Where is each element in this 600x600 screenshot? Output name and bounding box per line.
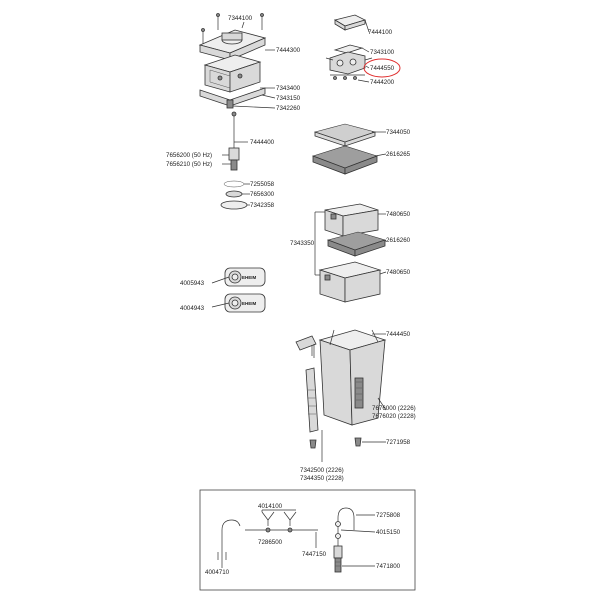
brand-bottom: EHEIM (242, 301, 257, 306)
label-7444300: 7444300 (276, 47, 301, 54)
outflow-nozzle (333, 545, 343, 559)
label-7343400: 7343400 (276, 85, 301, 92)
label-7656200: 7656200 (50 Hz) (166, 152, 212, 159)
label-7471800: 7471800 (376, 563, 401, 570)
label-7275808: 7275808 (376, 512, 401, 519)
impeller (228, 147, 240, 161)
o-ring (223, 180, 245, 188)
foot-right (354, 437, 362, 447)
label-4004943: 4004943 (180, 305, 205, 312)
intake-pipe (221, 519, 241, 560)
filter-canister (295, 329, 387, 462)
filter-pads (312, 123, 387, 175)
label-7255058: 7255058 (250, 181, 275, 188)
valve-block (329, 51, 366, 75)
impeller-cover (225, 190, 243, 198)
label-7447150: 7447150 (302, 551, 327, 558)
foot-left (309, 439, 317, 449)
label-7342358: 7342358 (250, 202, 275, 209)
clip-arm (295, 335, 317, 351)
label-7656210: 7656210 (50 Hz) (166, 161, 212, 168)
accessories (217, 507, 376, 573)
label-7444200: 7444200 (370, 79, 395, 86)
label-7286500: 7286500 (258, 539, 283, 546)
label-7444400: 7444400 (250, 139, 275, 146)
label-2616265: 2616265 (386, 151, 411, 158)
label-7342500: 7342500 (2226) (300, 467, 344, 474)
label-7480650-top: 7480650 (386, 211, 411, 218)
label-7343100: 7343100 (370, 49, 395, 56)
label-2616260: 2616260 (386, 237, 411, 244)
highlight-circle (363, 58, 401, 78)
double-taps: EHEIM EHEIM (211, 267, 266, 313)
bearing-seal (220, 200, 248, 210)
label-7344100-top: 7344100 (228, 15, 253, 22)
canister-handle (305, 367, 319, 433)
accessories-box (199, 489, 416, 591)
label-7676000: 7676000 (2226) (372, 405, 416, 412)
label-7480650-bottom: 7480650 (386, 269, 411, 276)
label-7342260: 7342260 (276, 105, 301, 112)
label-7444100-right: 7444100 (368, 29, 393, 36)
label-7676020: 7676020 (2228) (372, 413, 416, 420)
label-7343350: 7343350 (290, 240, 315, 247)
label-4014100: 4014100 (258, 503, 283, 510)
label-7271958: 7271958 (386, 439, 411, 446)
label-7344050: 7344050 (386, 129, 411, 136)
label-7344350: 7344350 (2228) (300, 475, 344, 482)
label-7343150: 7343150 (276, 95, 301, 102)
label-7444450: 7444450 (386, 331, 411, 338)
label-4004710: 4004710 (205, 569, 230, 576)
outflow-pipe (337, 507, 355, 572)
label-7444550: 7444550 (370, 65, 395, 72)
label-4015150: 4015150 (376, 529, 401, 536)
impeller-assembly (220, 111, 250, 210)
valve-adapter-assembly (325, 14, 373, 83)
media-baskets (314, 203, 387, 303)
label-7656300: 7656300 (250, 191, 275, 198)
suction-cup-clips (261, 509, 297, 526)
label-4005943: 4005943 (180, 280, 205, 287)
brand-top: EHEIM (242, 275, 257, 280)
pump-head-assembly (198, 13, 276, 109)
canister-front (319, 339, 353, 426)
